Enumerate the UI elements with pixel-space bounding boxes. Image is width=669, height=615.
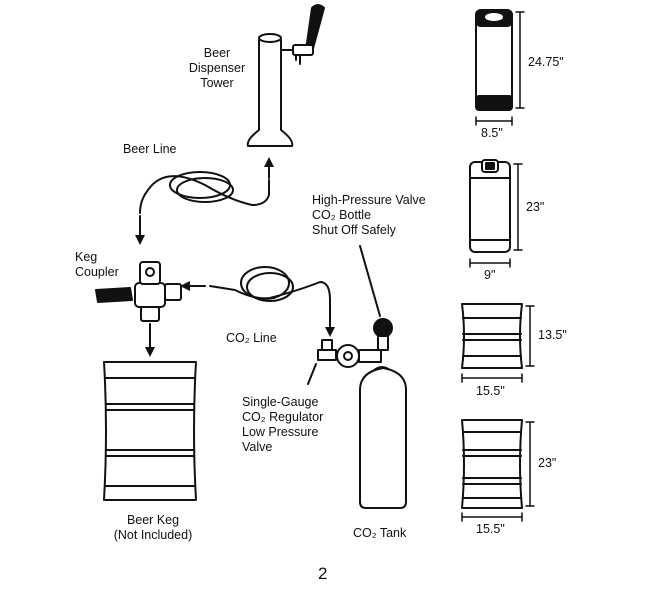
keg-size-1-width: 8.5" [481, 126, 503, 140]
regulator-illustration [317, 339, 382, 368]
keg-size-2-illustration [469, 159, 523, 268]
keg-size-4-height: 23" [538, 456, 557, 470]
co2-tank-label: CO₂ Tank [353, 526, 407, 540]
valve-knob-illustration [307, 245, 393, 385]
beer-keg-illustration [103, 361, 197, 501]
keg-size-3-illustration [461, 303, 535, 383]
co2-tank-illustration [359, 366, 407, 509]
co2-line-illustration [209, 266, 331, 302]
keg-size-2-width: 9" [484, 268, 496, 282]
beer-line-illustration [139, 171, 270, 214]
keg-size-2-height: 23" [526, 200, 545, 214]
keg-size-1-height: 24.75" [528, 55, 564, 69]
high-pressure-valve-label: High-Pressure Valve CO₂ Bottle Shut Off … [312, 193, 426, 237]
keg-size-4-illustration [461, 419, 535, 522]
keg-size-3-height: 13.5" [538, 328, 567, 342]
beer-keg-label: Beer Keg (Not Included) [113, 513, 193, 542]
keg-coupler-label: Keg Coupler [75, 250, 119, 279]
beer-tower-illustration [246, 4, 325, 147]
page-number: 2 [318, 564, 328, 583]
single-gauge-regulator-label: Single-Gauge CO₂ Regulator Low Pressure … [242, 395, 324, 454]
keg-coupler-illustration [95, 261, 182, 322]
co2-line-label: CO₂ Line [226, 331, 277, 345]
beer-dispenser-tower-label: Beer Dispenser Tower [188, 46, 246, 90]
keg-size-4-width: 15.5" [476, 522, 505, 536]
keg-size-3-width: 15.5" [476, 384, 505, 398]
beer-line-label: Beer Line [123, 142, 177, 156]
keg-size-1-illustration [475, 9, 525, 126]
